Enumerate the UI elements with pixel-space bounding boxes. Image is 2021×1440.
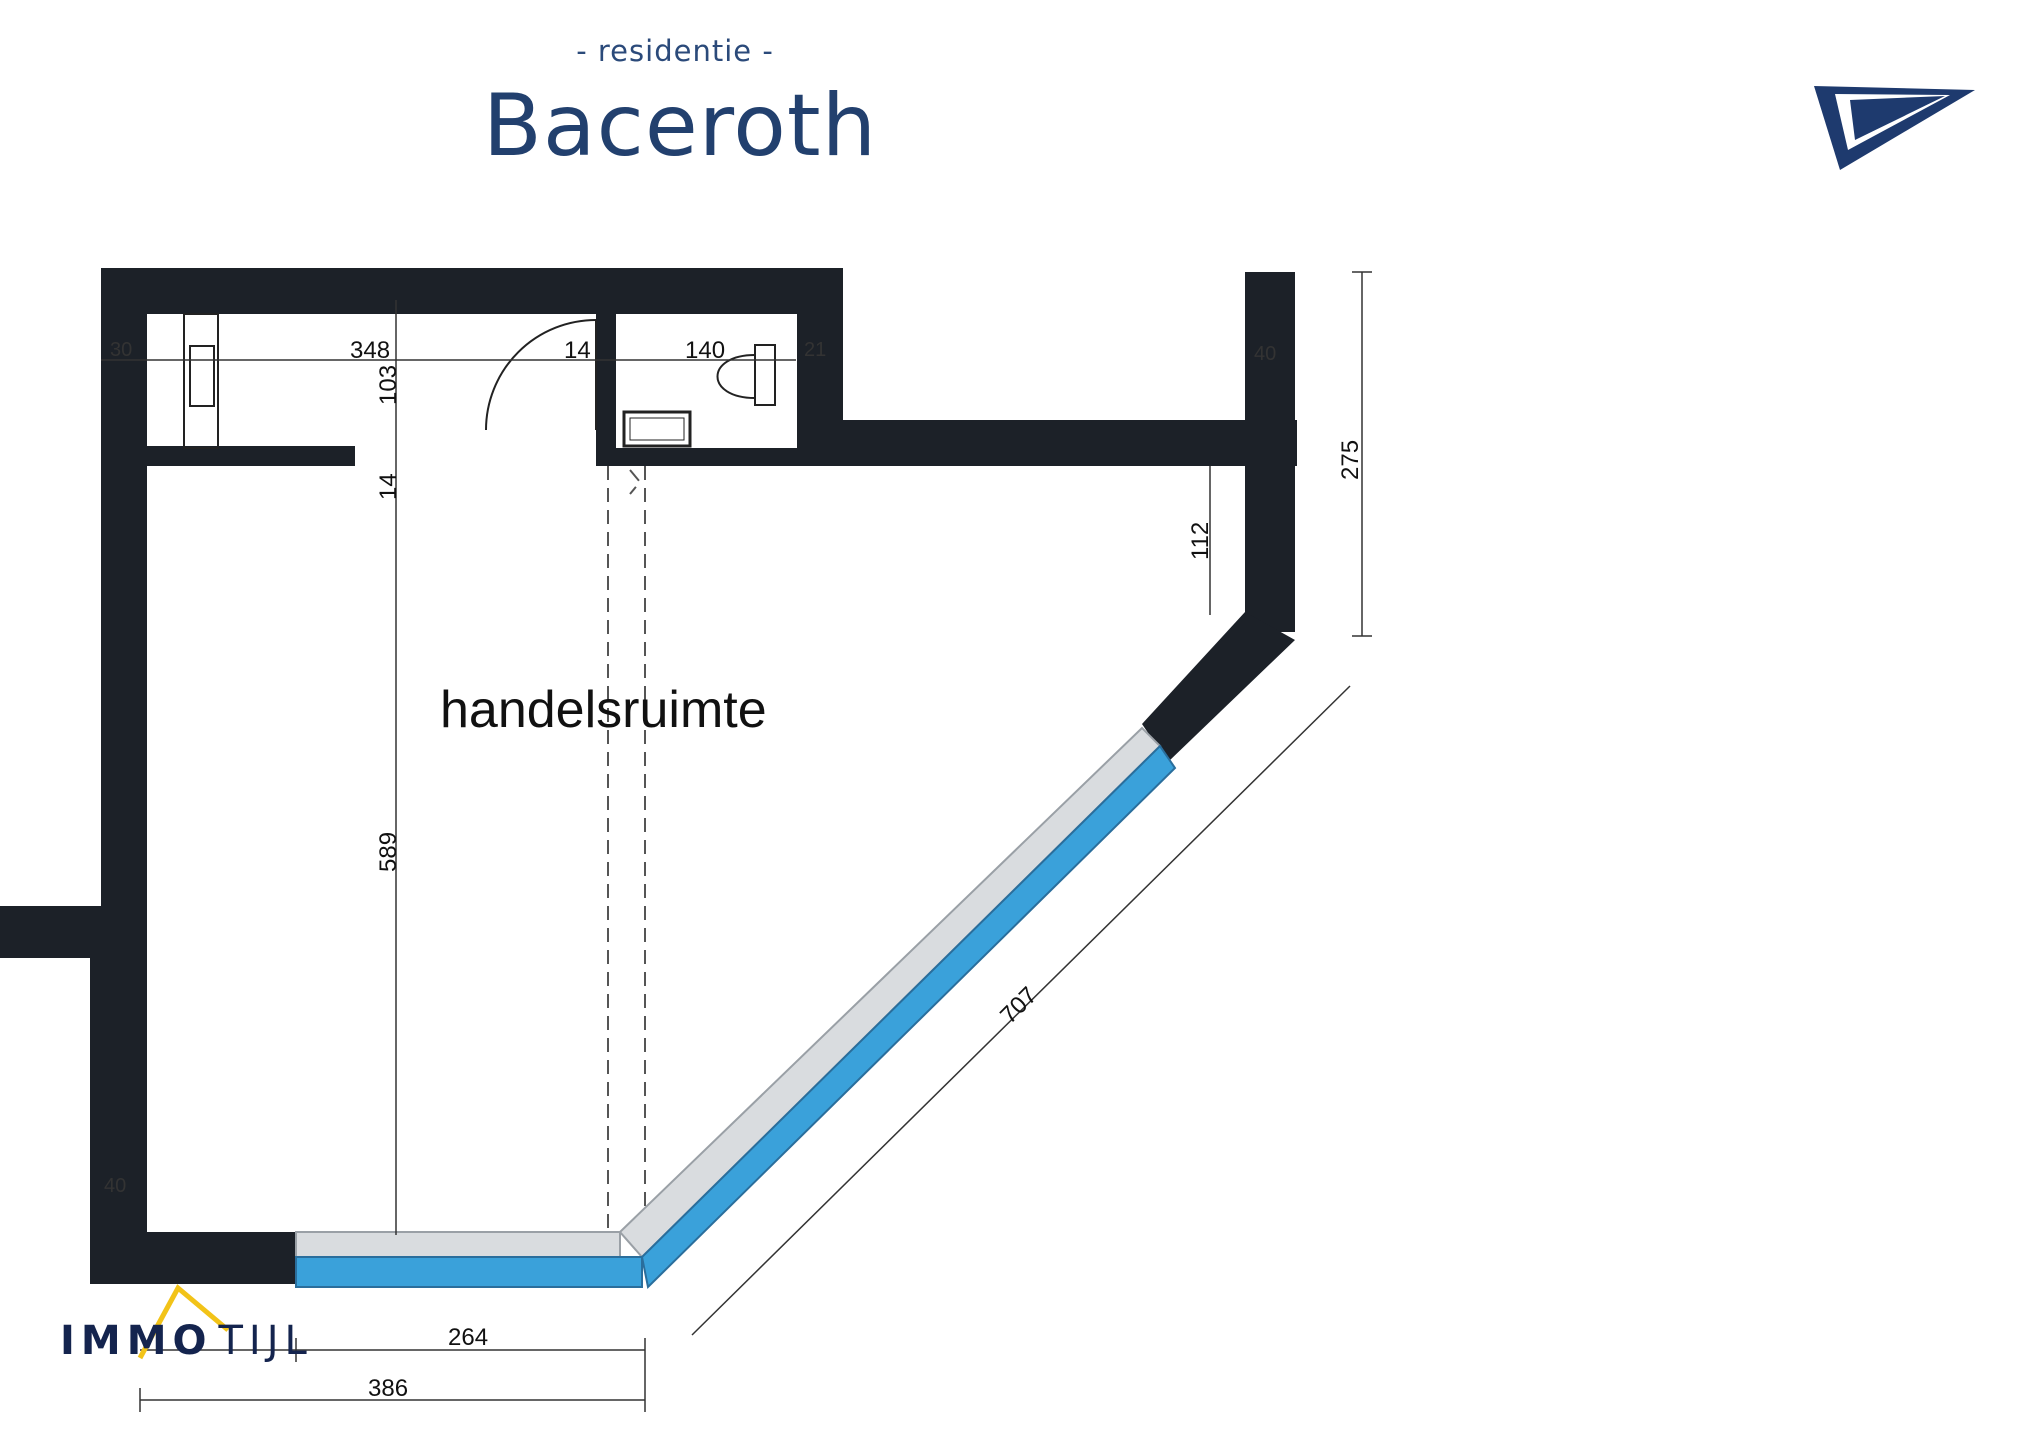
toilet-sink-icon <box>622 410 692 448</box>
wall-right <box>1245 272 1295 632</box>
wall-left <box>101 268 147 908</box>
dim-40-right: 40 <box>1254 343 1276 365</box>
wall-partition <box>147 446 355 466</box>
logo-part2: TIJL <box>218 1318 313 1364</box>
dim-275: 275 <box>1337 440 1364 480</box>
wall-bottom-left <box>90 1232 296 1284</box>
dim-707: 707 <box>995 982 1042 1029</box>
wall-top <box>101 268 843 314</box>
dim-40-left: 40 <box>104 1175 126 1197</box>
glazing <box>295 726 1177 1290</box>
dim-264: 264 <box>448 1324 488 1351</box>
header-subtitle: - residentie - <box>576 34 774 68</box>
logo-part1: IMMO <box>60 1318 213 1364</box>
header-title: Baceroth <box>482 76 878 176</box>
wall-toilet-divider <box>596 314 616 466</box>
wall-middle <box>797 420 1297 466</box>
logo-roof-icon <box>137 1284 230 1360</box>
door-swing <box>485 319 597 431</box>
dim-348: 348 <box>350 337 390 364</box>
sink-unit <box>183 313 219 449</box>
dim-589: 589 <box>375 832 402 872</box>
wall-toilet-bottom <box>596 448 806 466</box>
counter-dashed <box>607 466 646 1232</box>
dim-386: 386 <box>368 1375 408 1402</box>
wall-left-lower <box>90 908 147 1284</box>
dim-14-top: 14 <box>564 337 591 364</box>
dim-14-left: 14 <box>375 473 402 500</box>
dim-103: 103 <box>375 365 402 405</box>
dim-112: 112 <box>1187 522 1214 560</box>
north-arrow-icon <box>1814 86 1975 170</box>
room-label: handelsruimte <box>440 681 767 739</box>
wall-side-corridor <box>0 906 147 958</box>
immotijl-logo: IMMO TIJL <box>60 1316 313 1366</box>
dim-30: 30 <box>110 339 132 361</box>
wall-diagonal-stub <box>1142 612 1295 762</box>
walls <box>0 268 1297 1284</box>
dim-140: 140 <box>685 337 725 364</box>
dimension-lines <box>101 271 1372 1412</box>
toilet-icon <box>716 344 776 406</box>
dim-21: 21 <box>804 339 826 361</box>
